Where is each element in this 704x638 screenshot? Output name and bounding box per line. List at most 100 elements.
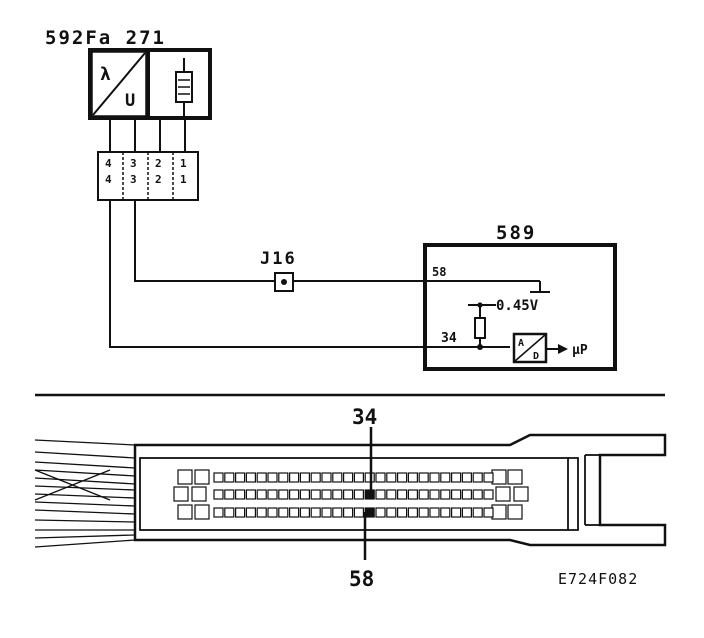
pin-small [278, 472, 289, 483]
pin-small [245, 507, 256, 518]
pin-small [353, 472, 364, 483]
pin-small [440, 507, 451, 518]
adc-input-symbol: A [518, 338, 524, 349]
pin-small [429, 507, 440, 518]
pin-small [310, 472, 321, 483]
pin-small [375, 489, 386, 500]
pin-large [191, 486, 207, 502]
pin-small [483, 489, 494, 500]
pin-large [194, 469, 210, 485]
pin-mid-3: 3 [130, 173, 137, 186]
connector-face [139, 457, 569, 531]
pin-small [224, 472, 235, 483]
pin-small [256, 472, 267, 483]
pin-small [332, 472, 343, 483]
mcu-label: μP [572, 343, 588, 358]
pin-small [235, 472, 246, 483]
pin-small [256, 507, 267, 518]
pin-small [278, 507, 289, 518]
pin-small [429, 472, 440, 483]
pin-small [299, 472, 310, 483]
pin-small [353, 489, 364, 500]
pin-small [299, 507, 310, 518]
pin-large [177, 504, 193, 520]
pin-small [321, 489, 332, 500]
pin-large [513, 486, 529, 502]
pullup-resistor-icon [474, 317, 486, 339]
pin-small [289, 489, 300, 500]
pin-small [343, 472, 354, 483]
pin-small [461, 489, 472, 500]
connector-pin-labels: 4 3 2 1 4 3 2 1 [105, 157, 187, 186]
pin-small [213, 507, 224, 518]
converter-output-symbol: U [125, 91, 135, 111]
pin-small [343, 489, 354, 500]
pin-small [418, 507, 429, 518]
pin-small [451, 472, 462, 483]
sensor-title: 592Fa 271 [45, 27, 166, 49]
pin-small [461, 472, 472, 483]
reference-circuit [468, 304, 496, 347]
pin-small [397, 472, 408, 483]
pin-small [353, 507, 364, 518]
oxygen-sensor [88, 48, 212, 120]
pin-small [321, 507, 332, 518]
pin-small [397, 489, 408, 500]
wire-to-j16 [134, 200, 283, 282]
pin-highlighted [364, 489, 375, 500]
pin-small [451, 507, 462, 518]
pin-small [213, 472, 224, 483]
pin-small [386, 472, 397, 483]
adc-output-symbol: D [533, 351, 539, 362]
pin-small [364, 472, 375, 483]
pin-small [472, 489, 483, 500]
sensor-leads [109, 118, 186, 152]
pin-small [278, 489, 289, 500]
pin-large [507, 469, 523, 485]
ecu-title: 589 [496, 222, 536, 244]
sensor-connector [97, 151, 199, 201]
pin-small [256, 489, 267, 500]
pin-small [397, 507, 408, 518]
pin-small [386, 489, 397, 500]
pin-large [495, 486, 511, 502]
pin-small [224, 507, 235, 518]
pin-small [267, 489, 278, 500]
pin-small [375, 472, 386, 483]
pin-small [483, 472, 494, 483]
pin-large [507, 504, 523, 520]
pin-small [267, 507, 278, 518]
pin-small [245, 472, 256, 483]
pin-small [235, 489, 246, 500]
pin-mid-2: 2 [155, 173, 162, 186]
wire-harness-bundle [34, 439, 136, 548]
pin-small [451, 489, 462, 500]
pin-mid-4: 4 [105, 173, 112, 186]
pin-small [213, 489, 224, 500]
junction-j16-dot [281, 279, 287, 285]
callout-pin-58: 58 [349, 567, 374, 591]
pin-small [407, 472, 418, 483]
junction-label: J16 [260, 249, 297, 269]
pin-top-1: 1 [180, 157, 187, 170]
pin-small [289, 472, 300, 483]
ecu-box [423, 243, 617, 371]
pin-small [472, 507, 483, 518]
pin-small [407, 507, 418, 518]
pin-top-3: 3 [130, 157, 137, 170]
pin-large [491, 469, 507, 485]
pin-small [440, 472, 451, 483]
pin-small [472, 472, 483, 483]
connector-pin-grid [173, 469, 529, 520]
pin-large [194, 504, 210, 520]
pin-small [245, 489, 256, 500]
ecu-pin-34: 34 [441, 331, 457, 346]
pin-top-2: 2 [155, 157, 162, 170]
arrow-right-icon [558, 344, 568, 354]
pin-small [483, 507, 494, 518]
ground-icon [530, 281, 550, 293]
pin-large [173, 486, 189, 502]
pin-small [332, 507, 343, 518]
pin-small [461, 507, 472, 518]
